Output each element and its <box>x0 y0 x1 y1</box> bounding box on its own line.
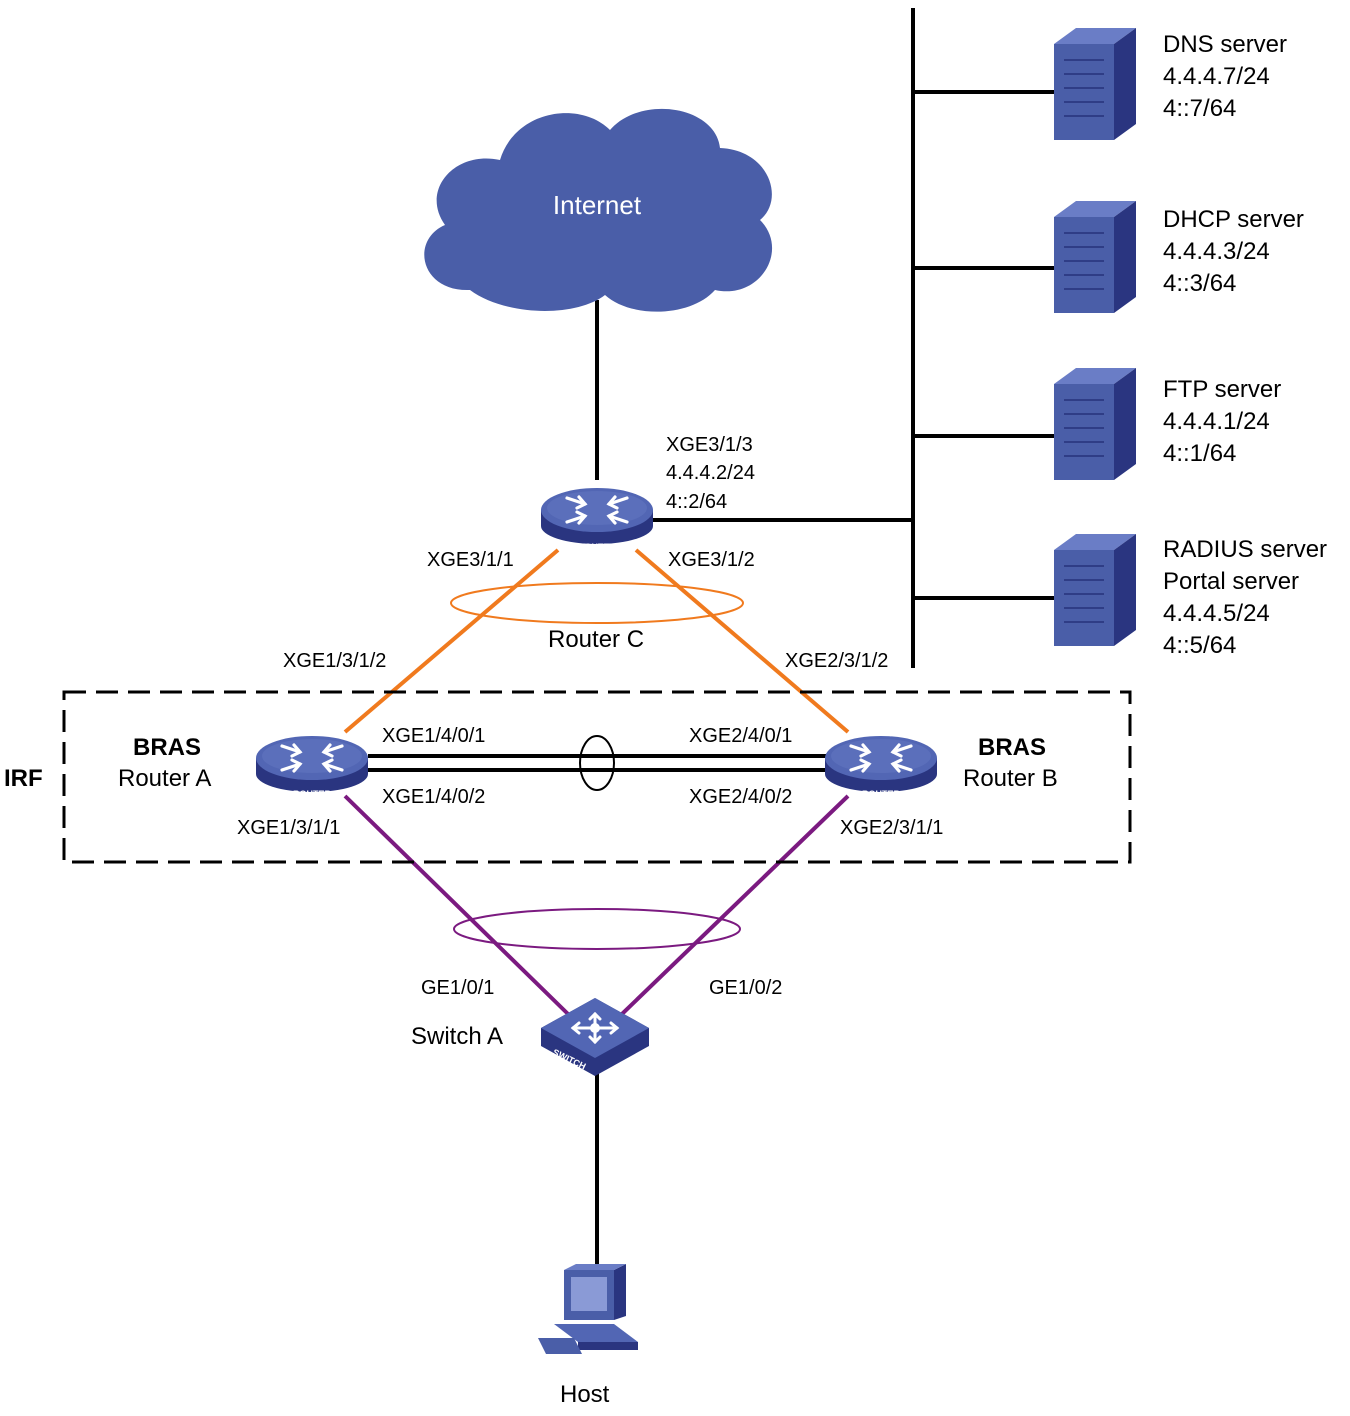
ftp-server-icon[interactable] <box>1053 367 1137 481</box>
host-label: Host <box>560 1381 610 1408</box>
irf-boundary <box>62 690 1132 864</box>
link-router-a-switch-a <box>343 794 570 1016</box>
switch-a-name: Switch A <box>411 1023 503 1050</box>
ftp-server-ipv4: 4.4.4.1/24 <box>1163 408 1270 435</box>
router-b-port-down: XGE2/3/1/1 <box>840 817 943 839</box>
radius-portal-server-labels: RADIUS server Portal server 4.4.4.5/24 4… <box>1163 536 1327 659</box>
router-c-port-left: XGE3/1/1 <box>427 549 514 571</box>
router-a-name: Router A <box>118 765 211 792</box>
radius-portal-server-ipv6: 4::5/64 <box>1163 632 1236 659</box>
internet-cloud: Internet <box>424 108 773 312</box>
router-b-name: Router B <box>963 765 1058 792</box>
router-b-icon[interactable]: ROUTER <box>823 734 939 799</box>
aggregation-ellipse-lower <box>453 908 741 950</box>
dhcp-server-labels: DHCP server 4.4.4.3/24 4::3/64 <box>1163 206 1304 297</box>
router-a-role: BRAS <box>133 734 201 761</box>
link-router-c-router-a <box>343 548 560 734</box>
radius-portal-server-icon[interactable] <box>1053 533 1137 647</box>
router-a-tag: ROUTER <box>293 789 332 799</box>
router-c-uplink-port: XGE3/1/3 <box>666 434 753 456</box>
internet-label: Internet <box>553 190 642 220</box>
ftp-server-name: FTP server <box>1163 376 1281 403</box>
ftp-server-ipv6: 4::1/64 <box>1163 440 1236 467</box>
router-b-irf-port-1: XGE2/4/0/1 <box>689 725 792 747</box>
dhcp-server-icon[interactable] <box>1053 200 1137 314</box>
router-c-port-right: XGE3/1/2 <box>668 549 755 571</box>
router-b-irf-port-2: XGE2/4/0/2 <box>689 786 792 808</box>
router-a-port-down: XGE1/3/1/1 <box>237 817 340 839</box>
router-b-role: BRAS <box>978 734 1046 761</box>
switch-a-icon[interactable]: SWITCH <box>539 996 651 1078</box>
dhcp-server-name: DHCP server <box>1163 206 1304 233</box>
link-router-c-router-b <box>634 548 850 734</box>
switch-a-port-left: GE1/0/1 <box>421 977 494 999</box>
host-computer-icon[interactable] <box>538 1264 638 1354</box>
link-router-b-switch-a <box>620 794 850 1016</box>
router-a-port-up: XGE1/3/1/2 <box>283 650 386 672</box>
router-a-icon[interactable]: ROUTER <box>254 734 370 799</box>
router-c-uplink-ipv6: 4::2/64 <box>666 491 727 513</box>
router-c-icon[interactable]: ROUTER <box>539 486 655 552</box>
irf-label: IRF <box>4 765 43 792</box>
dns-server-labels: DNS server 4.4.4.7/24 4::7/64 <box>1163 31 1287 122</box>
dns-server-ipv4: 4.4.4.7/24 <box>1163 63 1270 90</box>
router-c-name: Router C <box>548 626 644 653</box>
dhcp-server-ipv4: 4.4.4.3/24 <box>1163 238 1270 265</box>
router-c-uplink-ipv4: 4.4.4.2/24 <box>666 462 755 484</box>
ftp-server-labels: FTP server 4.4.4.1/24 4::1/64 <box>1163 376 1281 467</box>
router-a-irf-port-2: XGE1/4/0/2 <box>382 786 485 808</box>
dns-server-icon[interactable] <box>1053 27 1137 141</box>
switch-a-port-right: GE1/0/2 <box>709 977 782 999</box>
aggregation-ellipse-upper <box>450 582 744 624</box>
router-c-tag: ROUTER <box>578 542 617 552</box>
router-b-port-up: XGE2/3/1/2 <box>785 650 888 672</box>
dhcp-server-ipv6: 4::3/64 <box>1163 270 1236 297</box>
dns-server-name: DNS server <box>1163 31 1287 58</box>
aggregation-ellipse-irf <box>579 735 615 791</box>
router-a-irf-port-1: XGE1/4/0/1 <box>382 725 485 747</box>
links <box>343 8 1058 1272</box>
portal-server-name: Portal server <box>1163 568 1299 595</box>
radius-server-name: RADIUS server <box>1163 536 1327 563</box>
router-b-tag: ROUTER <box>862 789 901 799</box>
dns-server-ipv6: 4::7/64 <box>1163 95 1236 122</box>
radius-portal-server-ipv4: 4.4.4.5/24 <box>1163 600 1270 627</box>
